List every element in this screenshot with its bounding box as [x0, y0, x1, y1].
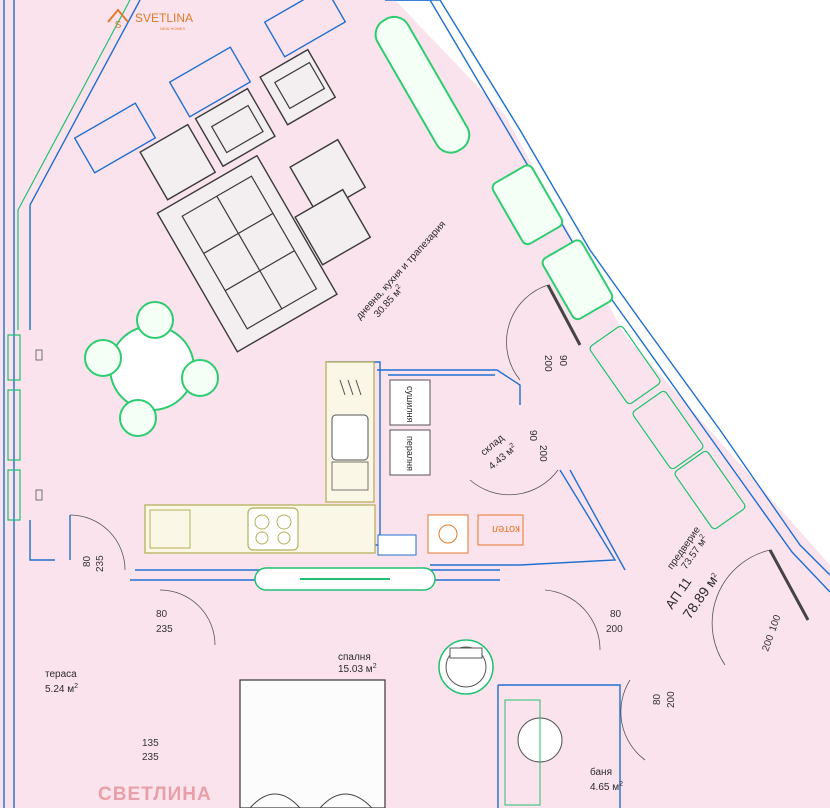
boiler-label: котел — [492, 523, 520, 535]
toilet-fixture — [438, 639, 563, 806]
logo-text: SVETLINA — [135, 11, 193, 25]
exterior-walls — [3, 0, 830, 808]
bath-door-w: 80 — [652, 693, 663, 705]
terrace-name: тераса — [45, 669, 77, 680]
logo: S SVETLINA NEW HOMES — [107, 8, 193, 31]
terrace-door1-w: 80 — [82, 555, 93, 567]
ottomans — [289, 138, 372, 266]
bed-door-w: 80 — [610, 609, 622, 620]
sofa — [156, 154, 338, 353]
terrace-win-w: 135 — [142, 738, 159, 749]
bed-door-h: 200 — [606, 624, 623, 635]
terrace-door2-h: 235 — [156, 624, 173, 635]
svg-text:S: S — [115, 20, 122, 31]
living-door-h: 200 — [542, 355, 553, 372]
bedroom-window — [254, 567, 436, 591]
dining-table — [84, 301, 219, 437]
left-windows — [7, 334, 43, 521]
bed — [239, 679, 386, 808]
bath-name: баня — [590, 766, 612, 778]
washer-label: пералня — [405, 436, 415, 471]
storage-door-w: 90 — [527, 430, 538, 442]
kitchen — [144, 361, 376, 554]
bedroom-name: спалня — [338, 652, 371, 663]
bath-door-h: 200 — [666, 691, 677, 708]
terrace-door1-h: 235 — [95, 555, 106, 572]
door-swings — [69, 284, 810, 761]
door-dimensions: 90 200 90 200 80 235 80 235 80 200 80 20… — [82, 355, 784, 763]
dryer-label: сушилня — [405, 386, 415, 422]
top-windows — [73, 0, 347, 174]
watermark-text: СВЕТЛИНА — [98, 784, 212, 805]
logo-sub: NEW HOMES — [160, 26, 185, 31]
bedroom-area: 15.03 м2 — [338, 663, 377, 675]
living-door-w: 90 — [557, 355, 568, 367]
bath-area: 4.65 м2 — [590, 781, 623, 793]
terrace-area: 5.24 м2 — [45, 683, 78, 695]
armchairs — [139, 48, 337, 201]
storage-door-h: 200 — [537, 445, 548, 462]
right-windows — [374, 15, 746, 530]
terrace-door2-w: 80 — [156, 609, 168, 620]
laundry-units — [377, 379, 524, 556]
terrace-win-h: 235 — [142, 752, 159, 763]
